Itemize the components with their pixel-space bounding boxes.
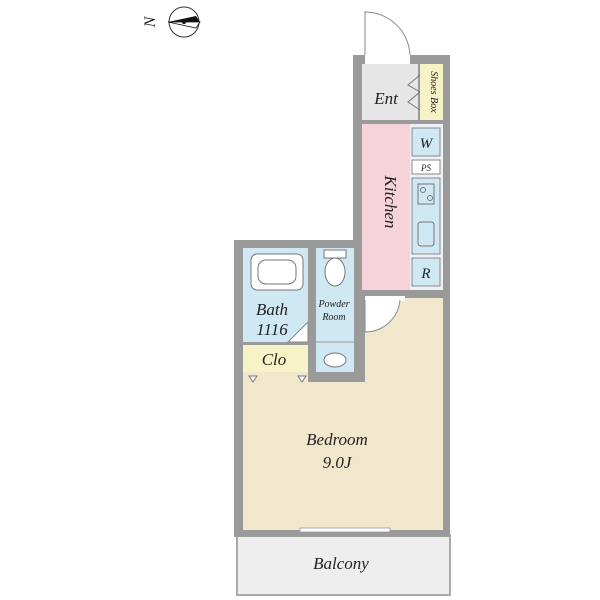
balcony-area: [236, 534, 451, 596]
kitchen-area: [362, 124, 410, 290]
balcony-label: Balcony: [313, 554, 369, 573]
powder-room-label-2: Room: [321, 312, 345, 323]
powder-room-label-1: Powder: [317, 299, 349, 310]
north-arrow-icon: [167, 6, 201, 38]
entrance-label: Ent: [373, 89, 399, 108]
washer-space: [411, 127, 441, 157]
pipe-space: [411, 159, 441, 175]
closet-label: Clo: [262, 350, 287, 369]
refrigerator-space: [411, 257, 441, 287]
front-door-swing: [364, 11, 411, 58]
pipe-space-label: PS: [420, 163, 431, 173]
sink-icon: [417, 221, 435, 247]
shoes-box-area: [420, 64, 443, 120]
shoes-box-label: Shoes Box: [428, 71, 439, 113]
refrigerator-label: R: [420, 266, 430, 282]
compass-label: N: [142, 15, 159, 28]
washer-label: W: [420, 136, 434, 152]
kitchen-sink-stove: [411, 177, 441, 255]
bedroom-label: Bedroom: [306, 430, 368, 449]
bedroom-door-swing: [364, 299, 401, 333]
bath-label: Bath: [256, 300, 288, 319]
entrance-area: [362, 64, 418, 120]
stove-icon: [417, 183, 435, 205]
bedroom-size-label: 9.0J: [323, 453, 353, 472]
shoes-box-doors: [407, 74, 421, 111]
bath-size-label: 1116: [256, 320, 288, 339]
kitchen-label: Kitchen: [381, 175, 400, 229]
bedroom-area-lower: [243, 382, 443, 530]
front-door-opening: [365, 55, 410, 64]
balcony-window: [299, 527, 391, 533]
